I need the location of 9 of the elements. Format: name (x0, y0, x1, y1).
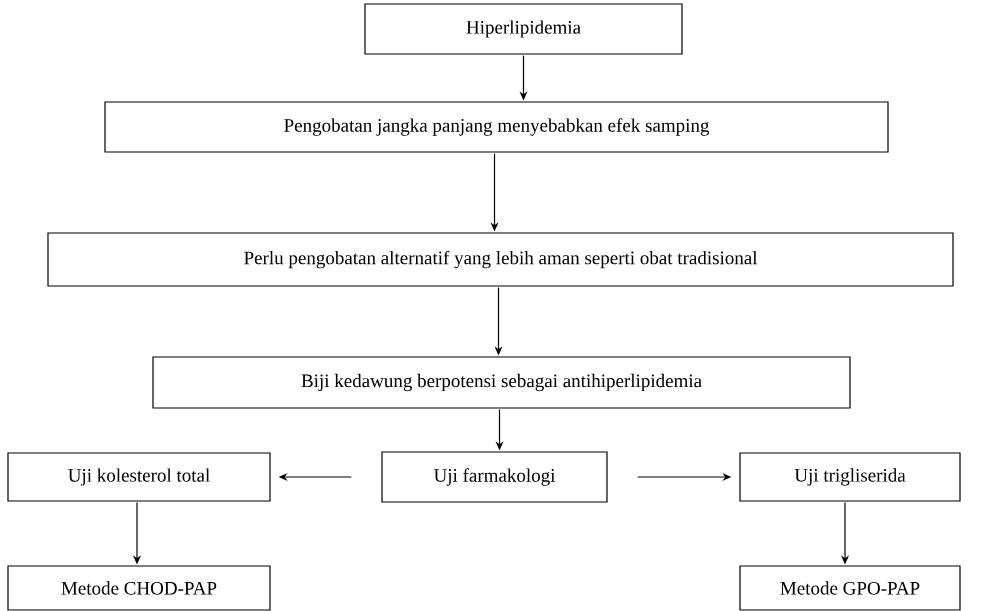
process-box: Uji farmakologi (381, 451, 608, 503)
process-box: Uji trigliserida (739, 452, 961, 502)
process-box: Perlu pengobatan alternatif yang lebih aman seperti obat tradisional (47, 232, 954, 287)
process-box: Hiperlipidemia (364, 3, 683, 55)
process-box: Biji kedawung berpotensi sebagai antihiperlipidemia (152, 356, 851, 409)
process-box: Pengobatan jangka panjang menyebabkan efek samping (104, 101, 889, 153)
process-box: Metode CHOD-PAP (7, 565, 271, 611)
process-box: Uji kolesterol total (7, 452, 271, 502)
process-box: Metode GPO-PAP (739, 565, 961, 611)
